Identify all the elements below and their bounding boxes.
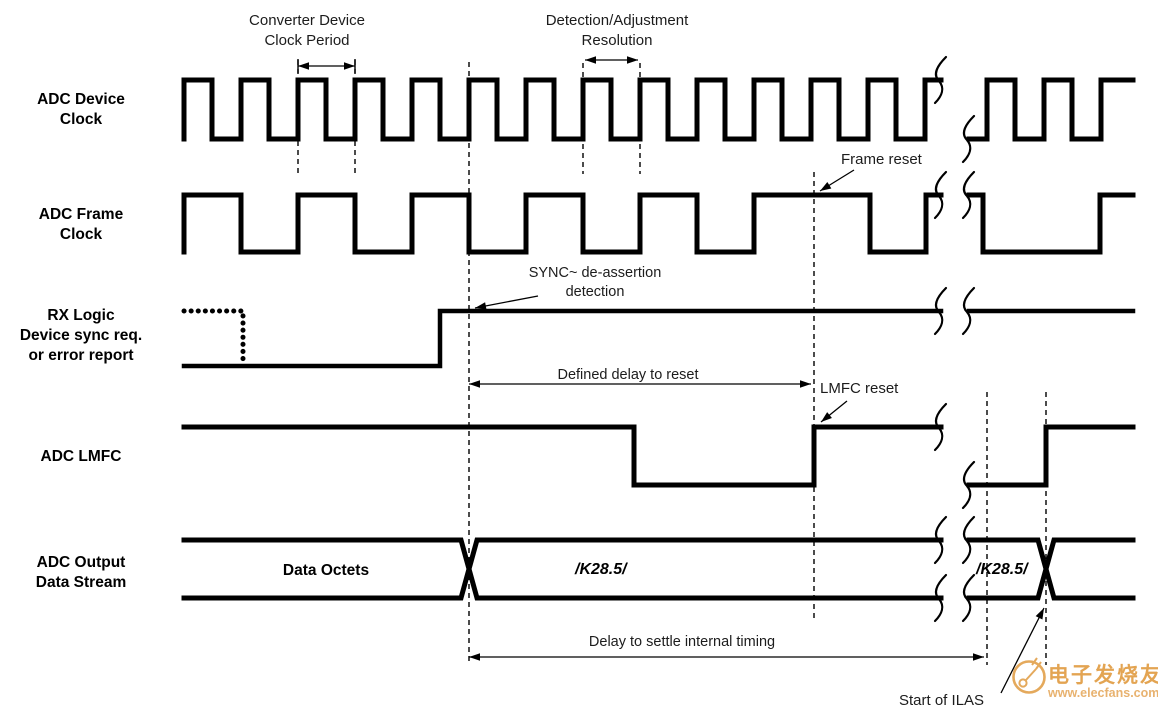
time-break-mark — [961, 460, 976, 510]
row-label-rx-logic: RX Logic Device sync req. or error repor… — [2, 306, 160, 366]
rx-sync-wave-left — [181, 308, 944, 369]
time-break-mark — [933, 55, 948, 105]
defined-delay-label: Defined delay to reset — [557, 367, 699, 383]
row-label-line: Device sync req. — [19, 327, 143, 344]
converter-period-line1: Converter Device — [249, 12, 365, 29]
arrowhead — [469, 380, 480, 388]
row-label-adc-frame-clock: ADC Frame Clock — [2, 205, 160, 245]
converter-period-label: Converter Device Clock Period — [197, 11, 417, 51]
k285-label-first: /K28.5/ — [575, 561, 627, 578]
watermark-brand-text: 电子发烧友 — [1048, 664, 1158, 687]
settle-delay-label: Delay to settle internal timing — [588, 634, 776, 650]
sync-deassertion-label: SYNC~ de-assertion detection — [495, 264, 695, 302]
watermark-logo-icon — [1012, 657, 1046, 694]
time-break-mark — [961, 170, 976, 220]
row-label-line: ADC Frame — [38, 206, 124, 223]
arrowhead — [1035, 608, 1044, 620]
time-break-mark — [933, 170, 948, 220]
arrowhead — [344, 62, 355, 70]
time-break-mark — [961, 515, 976, 565]
row-label-adc-output: ADC Output Data Stream — [2, 553, 160, 593]
arrowhead — [298, 62, 309, 70]
frame-reset-label: Frame reset — [841, 151, 922, 168]
lmfc-wave-left — [181, 424, 944, 488]
detection-resolution-line1: Detection/Adjustment — [545, 12, 689, 29]
data-octets-label: Data Octets — [282, 562, 370, 579]
row-label-line: ADC Output — [36, 554, 126, 571]
frame-clock-wave-right — [966, 192, 1136, 255]
converter-period-line2: Clock Period — [264, 32, 350, 49]
bus-left-line2 — [181, 537, 944, 601]
row-label-line: Data Stream — [35, 574, 127, 591]
row-label-adc-device-clock: ADC Device Clock — [2, 90, 160, 130]
detection-resolution-line2: Resolution — [581, 32, 653, 49]
time-break-mark — [961, 286, 976, 336]
watermark-url-text: www.elecfans.com — [1048, 686, 1158, 700]
row-label-adc-lmfc: ADC LMFC — [2, 447, 160, 467]
bus-right-line2 — [966, 537, 1136, 601]
time-break-mark — [933, 573, 948, 623]
arrowhead — [973, 653, 984, 661]
start-of-ilas-label: Start of ILAS — [899, 692, 985, 709]
device-clock-wave-left — [181, 77, 944, 142]
row-label-line: Clock — [59, 226, 103, 243]
arrowhead — [469, 653, 480, 661]
frame-clock-wave-left — [181, 192, 944, 255]
sync-deassertion-line2: detection — [565, 284, 625, 300]
row-label-line: ADC Device — [37, 91, 125, 108]
row-label-line: or error report — [28, 347, 134, 364]
arrowhead — [820, 181, 832, 191]
sync-deassertion-line1: SYNC~ de-assertion — [528, 265, 662, 281]
row-label-line: RX Logic — [47, 307, 115, 324]
k285-label-second: /K28.5/ — [976, 561, 1028, 578]
arrowhead — [627, 56, 638, 64]
start-ilas-arrow — [1000, 607, 1045, 694]
time-break-mark — [961, 114, 976, 164]
arrowhead — [585, 56, 596, 64]
device-clock-wave-right — [966, 77, 1136, 142]
rx-sync-dotted — [181, 308, 246, 367]
detection-resolution-label: Detection/Adjustment Resolution — [507, 11, 727, 51]
lmfc-reset-label: LMFC reset — [820, 380, 899, 397]
time-break-mark — [933, 515, 948, 565]
time-break-mark — [961, 573, 976, 623]
row-label-line: Clock — [59, 111, 103, 128]
lmfc-wave-right — [966, 424, 1136, 488]
arrowhead — [821, 412, 832, 422]
row-label-line: ADC LMFC — [40, 448, 122, 465]
time-break-mark — [933, 286, 948, 336]
arrowhead — [475, 302, 487, 310]
time-break-mark — [933, 402, 948, 452]
arrowhead — [800, 380, 811, 388]
